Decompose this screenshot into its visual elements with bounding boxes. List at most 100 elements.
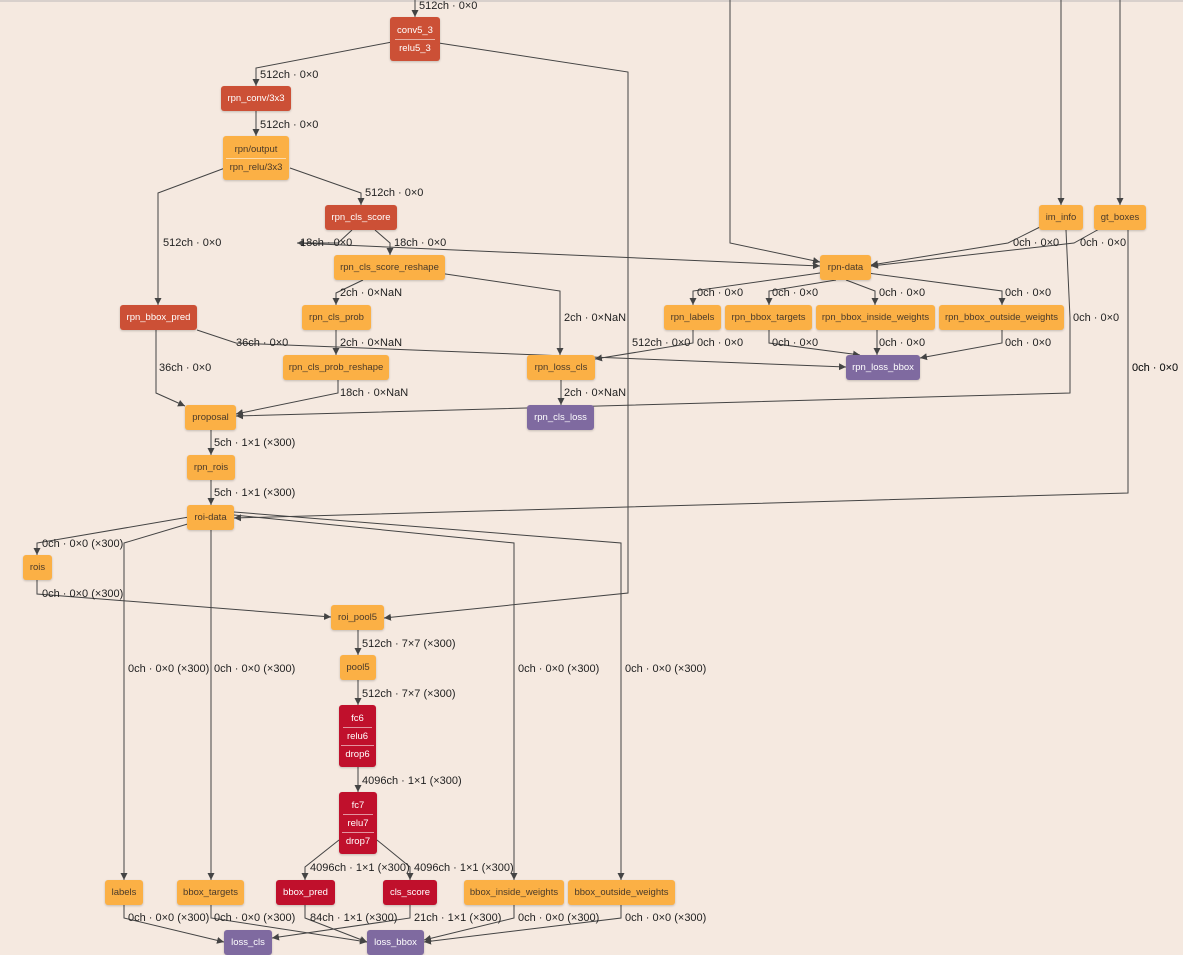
edge-45 bbox=[123, 905, 225, 944]
edge-26 bbox=[594, 330, 694, 362]
node-label: drop6 bbox=[341, 744, 374, 763]
edge-48 bbox=[271, 905, 411, 941]
edge-label: 0ch · 0×0 bbox=[1080, 237, 1127, 249]
node-roipool5[interactable]: roi_pool5 bbox=[331, 605, 384, 630]
edge-46 bbox=[210, 905, 368, 945]
node-rpnrois[interactable]: rpn_rois bbox=[187, 455, 235, 480]
edge-label: 512ch · 0×0 bbox=[260, 119, 319, 131]
node-label: im_info bbox=[1045, 212, 1077, 223]
edge-22 bbox=[689, 271, 828, 305]
node-label: bbox_inside_weights bbox=[469, 887, 559, 898]
edge-label: 0ch · 0×0 bbox=[1132, 362, 1179, 374]
edge-label: 4096ch · 1×1 (×300) bbox=[414, 862, 514, 874]
edge-44 bbox=[376, 839, 414, 880]
edge-label: 0ch · 0×0 bbox=[879, 287, 926, 299]
edge-label: 5ch · 1×1 (×300) bbox=[214, 487, 296, 499]
edge-label: 0ch · 0×0 (×300) bbox=[214, 663, 296, 675]
node-probreshape[interactable]: rpn_cls_prob_reshape bbox=[283, 355, 389, 380]
edge-17 bbox=[729, 0, 821, 264]
node-losscls[interactable]: loss_cls bbox=[224, 930, 272, 955]
node-label: roi_pool5 bbox=[337, 612, 378, 623]
edge-4 bbox=[154, 167, 226, 305]
node-rpnbboxpred[interactable]: rpn_bbox_pred bbox=[120, 305, 197, 330]
node-rpnlosscls[interactable]: rpn_loss_cls bbox=[527, 355, 595, 380]
edge-5 bbox=[289, 167, 365, 205]
edge-label: 0ch · 0×0 bbox=[772, 287, 819, 299]
edge-label: 0ch · 0×0 bbox=[879, 337, 926, 349]
edge-label: 36ch · 0×0 bbox=[159, 362, 212, 374]
node-labels[interactable]: labels bbox=[105, 880, 143, 905]
node-label: bbox_outside_weights bbox=[574, 887, 669, 898]
node-label: fc7 bbox=[351, 799, 365, 811]
edge-label: 512ch · 0×0 bbox=[365, 187, 424, 199]
node-rpnclsprob[interactable]: rpn_cls_prob bbox=[302, 305, 371, 330]
edge-10 bbox=[332, 279, 364, 305]
node-rpnclsloss[interactable]: rpn_cls_loss bbox=[527, 405, 594, 430]
edge-15 bbox=[235, 380, 339, 417]
node-roidata[interactable]: roi-data bbox=[187, 505, 234, 530]
node-rpnlabels[interactable]: rpn_labels bbox=[664, 305, 721, 330]
edge-label: 0ch · 0×0 bbox=[1005, 287, 1052, 299]
edge-38 bbox=[233, 514, 518, 880]
node-label: drop7 bbox=[341, 831, 375, 850]
node-rpnlossbbox[interactable]: rpn_loss_bbox bbox=[846, 355, 920, 380]
node-rpnbboxtargets[interactable]: rpn_bbox_targets bbox=[725, 305, 812, 330]
edge-label: 512ch · 0×0 bbox=[163, 237, 222, 249]
edge-label: 512ch · 0×0 bbox=[632, 337, 691, 349]
node-rois[interactable]: rois bbox=[23, 555, 52, 580]
node-label: gt_boxes bbox=[1100, 212, 1140, 223]
edge-label: 0ch · 0×0 (×300) bbox=[42, 588, 124, 600]
edge-25 bbox=[859, 271, 1006, 305]
edge-label: 0ch · 0×0 bbox=[772, 337, 819, 349]
node-iminfo[interactable]: im_info bbox=[1039, 205, 1083, 230]
node-label: rpn_cls_prob bbox=[309, 312, 364, 323]
edge-label: 512ch · 7×7 (×300) bbox=[362, 638, 456, 650]
node-label: proposal bbox=[192, 412, 229, 423]
edge-label: 5ch · 1×1 (×300) bbox=[214, 437, 296, 449]
edge-label: 84ch · 1×1 (×300) bbox=[310, 912, 398, 924]
edge-label: 0ch · 0×0 (×300) bbox=[128, 912, 210, 924]
edge-50 bbox=[423, 905, 622, 945]
node-label: rpn_conv/3x3 bbox=[227, 93, 285, 104]
node-rpnclsscore[interactable]: rpn_cls_score bbox=[325, 205, 397, 230]
node-gtboxes[interactable]: gt_boxes bbox=[1094, 205, 1146, 230]
node-label: rpn_bbox_pred bbox=[126, 312, 191, 323]
node-rpnbboxin[interactable]: rpn_bbox_inside_weights bbox=[816, 305, 935, 330]
edge-label: 0ch · 0×0 bbox=[1132, 362, 1179, 374]
edge-39 bbox=[233, 511, 625, 880]
node-bboxout[interactable]: bbox_outside_weights bbox=[568, 880, 675, 905]
edge-9 bbox=[296, 242, 821, 270]
node-label: rois bbox=[29, 562, 46, 573]
edge-12 bbox=[196, 329, 847, 371]
node-label: bbox_targets bbox=[183, 887, 238, 898]
node-pool5[interactable]: pool5 bbox=[340, 655, 376, 680]
node-proposal[interactable]: proposal bbox=[185, 405, 236, 430]
node-label: loss_bbox bbox=[374, 937, 417, 948]
node-label: rpn_cls_score bbox=[331, 212, 391, 223]
node-label: cls_score bbox=[389, 887, 431, 898]
node-bboxpred[interactable]: bbox_pred bbox=[276, 880, 335, 905]
edge-label: 0ch · 0×0 (×300) bbox=[42, 538, 124, 550]
edge-label: 21ch · 1×1 (×300) bbox=[414, 912, 502, 924]
node-lossbbox[interactable]: loss_bbox bbox=[367, 930, 424, 955]
node-rpndata[interactable]: rpn-data bbox=[820, 255, 871, 280]
edge-label: 0ch · 0×0 bbox=[1013, 237, 1060, 249]
node-label: rpn_bbox_outside_weights bbox=[944, 312, 1059, 323]
node-bboxtargets[interactable]: bbox_targets bbox=[177, 880, 244, 905]
node-bboxin[interactable]: bbox_inside_weights bbox=[464, 880, 564, 905]
node-clsreshape[interactable]: rpn_cls_score_reshape bbox=[334, 255, 445, 280]
node-label: rpn_loss_bbox bbox=[852, 362, 914, 373]
node-label: rpn_labels bbox=[670, 312, 715, 323]
node-rpnconv[interactable]: rpn_conv/3x3 bbox=[221, 86, 291, 111]
node-label: rpn-data bbox=[827, 262, 864, 273]
edge-36 bbox=[120, 522, 192, 880]
node-clsscore[interactable]: cls_score bbox=[383, 880, 437, 905]
node-rpnbboxout[interactable]: rpn_bbox_outside_weights bbox=[939, 305, 1064, 330]
edge-11 bbox=[431, 271, 564, 355]
edge-21 bbox=[870, 227, 1102, 269]
